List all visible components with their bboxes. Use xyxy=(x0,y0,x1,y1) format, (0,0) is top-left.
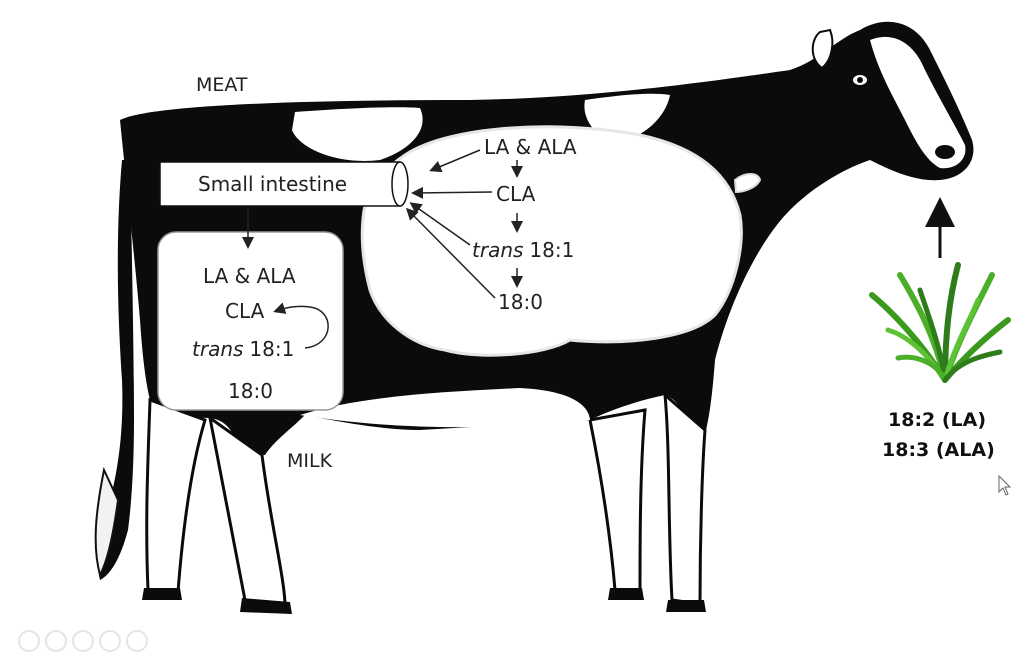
cow-back-leg-2 xyxy=(210,418,285,606)
slides-icon[interactable] xyxy=(72,630,94,652)
udder-trans-italic: trans xyxy=(192,337,243,361)
arrow-cla-intestine xyxy=(414,192,492,193)
zoom-icon[interactable] xyxy=(99,630,121,652)
more-icon[interactable] xyxy=(126,630,148,652)
cow-back-leg-1 xyxy=(147,400,205,592)
rumen-trans-value: 18:1 xyxy=(529,238,574,262)
mouse-cursor-icon xyxy=(999,476,1010,495)
cow-nose xyxy=(935,145,955,159)
prev-icon[interactable] xyxy=(18,630,40,652)
rumen-la-ala: LA & ALA xyxy=(484,137,577,157)
cow-hoof-3 xyxy=(608,588,644,600)
grass-icon xyxy=(872,265,1008,380)
udder-la-ala: LA & ALA xyxy=(203,266,296,286)
cow-front-leg-2 xyxy=(665,395,705,604)
slideshow-toolbar xyxy=(18,630,148,656)
milk-label: MILK xyxy=(287,452,332,471)
rumen-cla: CLA xyxy=(496,184,535,204)
grass-ala-label: 18:3 (ALA) xyxy=(882,441,995,460)
grass-la-label: 18:2 (LA) xyxy=(888,411,986,430)
udder-trans-value: 18:1 xyxy=(249,337,294,361)
small-intestine-end xyxy=(392,162,408,206)
cow-hoof-4 xyxy=(666,600,706,612)
small-intestine-label: Small intestine xyxy=(198,174,347,194)
udder-cla: CLA xyxy=(225,301,264,321)
cow-hoof-1 xyxy=(142,588,182,600)
meat-label: MEAT xyxy=(196,76,248,95)
rumen-trans-italic: trans xyxy=(472,238,523,262)
rumen-180: 18:0 xyxy=(498,292,543,312)
pen-icon[interactable] xyxy=(45,630,67,652)
cow-front-leg-1 xyxy=(590,410,645,592)
udder-180: 18:0 xyxy=(228,381,273,401)
